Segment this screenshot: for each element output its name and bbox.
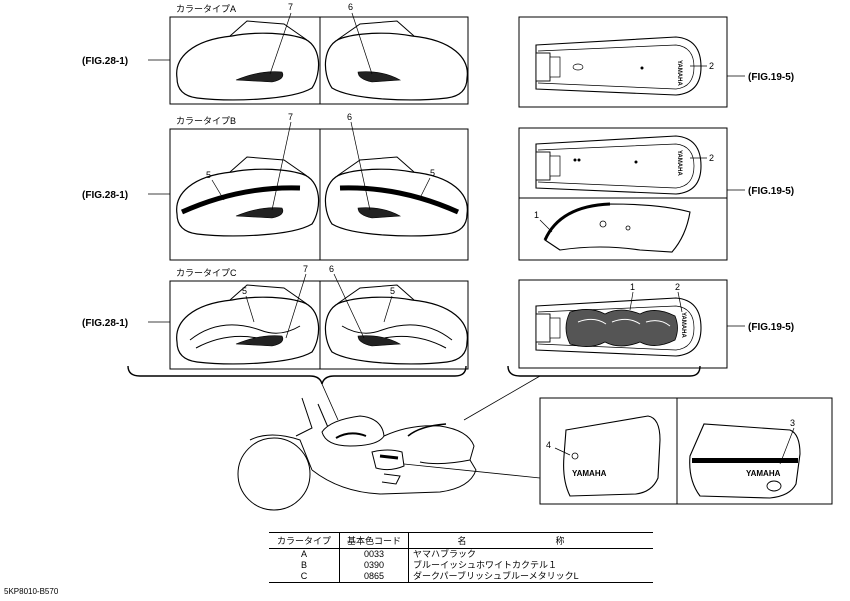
fender-side-b [544, 203, 691, 253]
emblem-6-a [357, 71, 402, 83]
tank-panel-b [169, 128, 469, 261]
callout-2-fa: 2 [709, 61, 714, 71]
callout-5-right-b: 5 [430, 168, 435, 178]
tank-panel-c [169, 280, 469, 370]
side-cover-stripe [692, 458, 798, 463]
tank-panel-a [169, 16, 469, 105]
fender-brand-b: YAMAHA [676, 150, 682, 176]
table-row: A 0033 ヤマハブラック [269, 548, 653, 560]
header-name: 名 称 [408, 532, 653, 549]
table-header-row: カラータイプ 基本色コード 名 称 [269, 532, 653, 549]
callout-6-c: 6 [329, 264, 334, 274]
side-cover-lock [766, 480, 782, 492]
fender-panel-b [518, 127, 728, 261]
tank-left-a [176, 20, 320, 101]
callout-5-left-b: 5 [206, 170, 211, 180]
callout-1-fc: 1 [630, 282, 635, 292]
side-cover-panel [539, 397, 833, 505]
callout-7-c: 7 [303, 264, 308, 274]
table-row: C 0865 ダークパーブリッシュブルーメタリックL [269, 571, 653, 583]
callout-3: 3 [790, 418, 795, 428]
fender-panel-a [518, 16, 728, 108]
color-type-c-label: カラータイプC [176, 268, 237, 278]
fig-28-1-c: (FIG.28-1) [82, 318, 128, 329]
fig-28-1-b: (FIG.28-1) [82, 190, 128, 201]
color-type-a-label: カラータイプA [176, 4, 236, 14]
side-cover-left [563, 415, 661, 497]
callout-5-left-c: 5 [242, 286, 247, 296]
fender-panel-c [518, 279, 728, 369]
callout-7-b: 7 [288, 112, 293, 122]
tank-right-a [324, 20, 468, 101]
motorcycle-outline [237, 397, 477, 511]
brace-right [507, 365, 701, 377]
fig-19-5-b: (FIG.19-5) [748, 186, 794, 197]
side-cover-brand-left: YAMAHA [572, 469, 607, 478]
tank-left-b [176, 156, 320, 237]
color-code-table: カラータイプ 基本色コード 名 称 A 0033 ヤマハブラック B 0390 … [269, 532, 653, 583]
emblem-7-a [235, 71, 284, 83]
tank-left-c [176, 284, 320, 365]
side-cover-brand-right: YAMAHA [746, 469, 781, 478]
callout-6-a: 6 [348, 2, 353, 12]
fig-19-5-a: (FIG.19-5) [748, 72, 794, 83]
fig-28-1-a: (FIG.28-1) [82, 56, 128, 67]
header-color-type: カラータイプ [269, 532, 340, 549]
fender-brand-c: YAMAHA [680, 312, 686, 338]
stripe-5-left-b [180, 185, 301, 215]
fender-flame-c [565, 309, 678, 347]
callout-6-b: 6 [347, 112, 352, 122]
fig-19-5-c: (FIG.19-5) [748, 322, 794, 333]
callout-5-right-c: 5 [390, 286, 395, 296]
stripe-5-right-b [339, 185, 460, 215]
side-cover-emblem-4 [571, 452, 579, 460]
color-type-b-label: カラータイプB [176, 116, 236, 126]
callout-2-fb: 2 [709, 153, 714, 163]
tank-right-b [324, 156, 468, 237]
callout-2-fc: 2 [675, 282, 680, 292]
table-row: B 0390 ブルーイッシュホワイトカクテル１ [269, 560, 653, 571]
fender-brand-a: YAMAHA [676, 60, 682, 86]
callout-1-fb: 1 [534, 210, 539, 220]
tank-right-c [324, 284, 468, 365]
callout-4: 4 [546, 440, 551, 450]
drawing-code: 5KP8010-B570 [4, 587, 59, 596]
callout-7-a: 7 [288, 2, 293, 12]
header-base-color-code: 基本色コード [339, 532, 409, 549]
